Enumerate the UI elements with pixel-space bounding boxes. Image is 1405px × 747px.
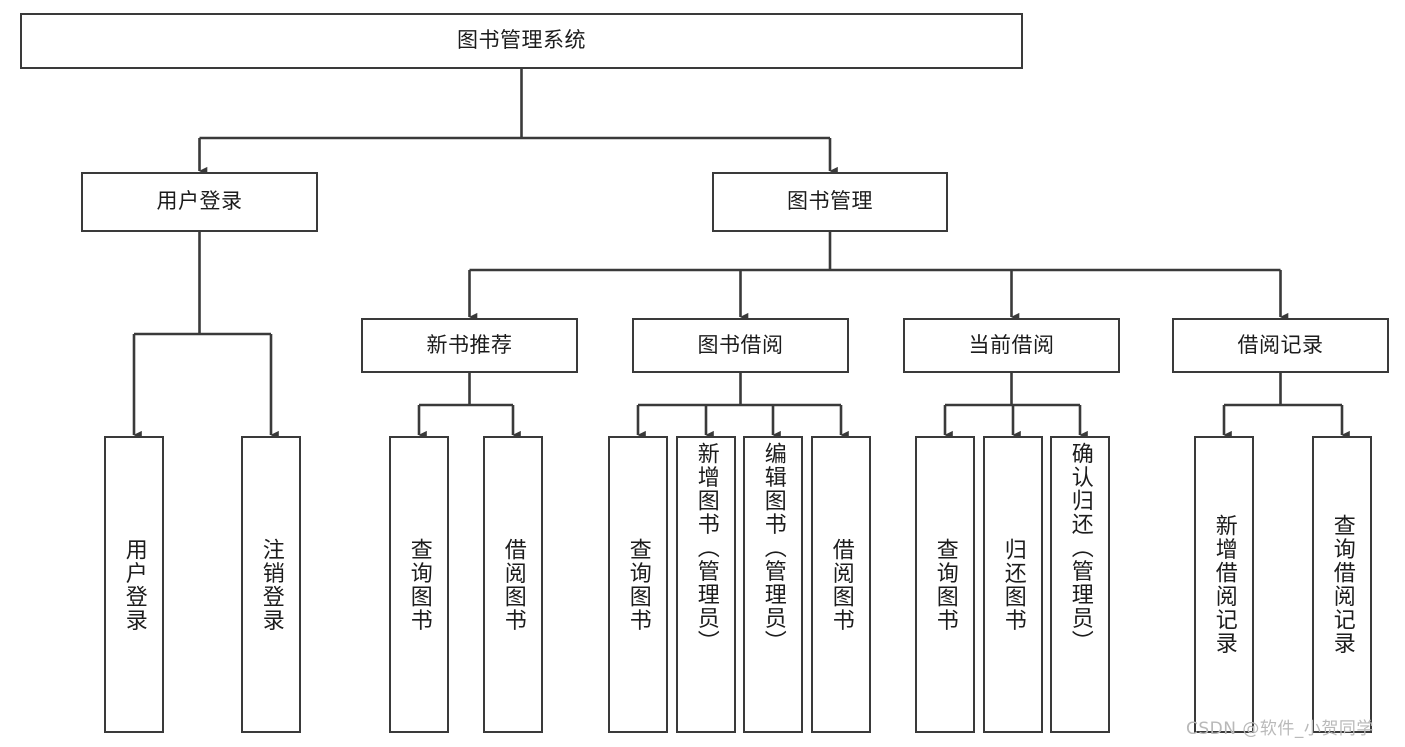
node-leaf-add-borrow-record[interactable]: 新增借阅记录 — [1194, 436, 1254, 733]
node-leaf-query-book-3[interactable]: 查询图书 — [915, 436, 975, 733]
node-leaf-logout[interactable]: 注销登录 — [241, 436, 301, 733]
node-label: 编辑图书（管理员） — [760, 442, 786, 654]
node-leaf-return-book[interactable]: 归还图书 — [983, 436, 1043, 733]
node-label: 查询图书 — [625, 537, 651, 632]
node-leaf-edit-book-admin[interactable]: 编辑图书（管理员） — [743, 436, 803, 733]
node-leaf-add-book-admin[interactable]: 新增图书（管理员） — [676, 436, 736, 733]
node-book-manage[interactable]: 图书管理 — [712, 172, 948, 232]
node-leaf-user-login[interactable]: 用户登录 — [104, 436, 164, 733]
node-leaf-borrow-book-2[interactable]: 借阅图书 — [811, 436, 871, 733]
watermark-text: CSDN @软件_小贺同学 — [1186, 719, 1374, 739]
node-label: 图书管理系统 — [457, 28, 586, 53]
node-borrow-record[interactable]: 借阅记录 — [1172, 318, 1389, 373]
node-label: 用户登录 — [121, 537, 147, 632]
node-label: 注销登录 — [258, 537, 284, 632]
node-book-borrow[interactable]: 图书借阅 — [632, 318, 849, 373]
node-label: 借阅记录 — [1237, 332, 1324, 357]
node-leaf-borrow-book-1[interactable]: 借阅图书 — [483, 436, 543, 733]
node-label: 查询借阅记录 — [1329, 514, 1355, 655]
node-label: 借阅图书 — [500, 537, 526, 632]
node-label: 查询图书 — [406, 537, 432, 632]
node-root[interactable]: 图书管理系统 — [20, 13, 1023, 69]
node-leaf-query-borrow-record[interactable]: 查询借阅记录 — [1312, 436, 1372, 733]
node-label: 确认归还（管理员） — [1067, 442, 1093, 654]
node-label: 图书管理 — [787, 189, 873, 214]
node-leaf-query-book-2[interactable]: 查询图书 — [608, 436, 668, 733]
node-label: 新增借阅记录 — [1211, 514, 1237, 655]
node-label: 归还图书 — [1000, 537, 1026, 632]
node-label: 借阅图书 — [828, 537, 854, 632]
node-label: 图书借阅 — [697, 332, 784, 357]
node-leaf-confirm-return-admin[interactable]: 确认归还（管理员） — [1050, 436, 1110, 733]
node-label: 新书推荐 — [426, 332, 513, 357]
node-label: 新增图书（管理员） — [693, 442, 719, 654]
node-leaf-query-book-1[interactable]: 查询图书 — [389, 436, 449, 733]
node-current-borrow[interactable]: 当前借阅 — [903, 318, 1120, 373]
connector-group — [132, 69, 1350, 440]
node-label: 查询图书 — [932, 537, 958, 632]
node-label: 当前借阅 — [968, 332, 1055, 357]
node-user-login[interactable]: 用户登录 — [81, 172, 318, 232]
node-new-book-recommend[interactable]: 新书推荐 — [361, 318, 578, 373]
node-label: 用户登录 — [156, 189, 243, 214]
